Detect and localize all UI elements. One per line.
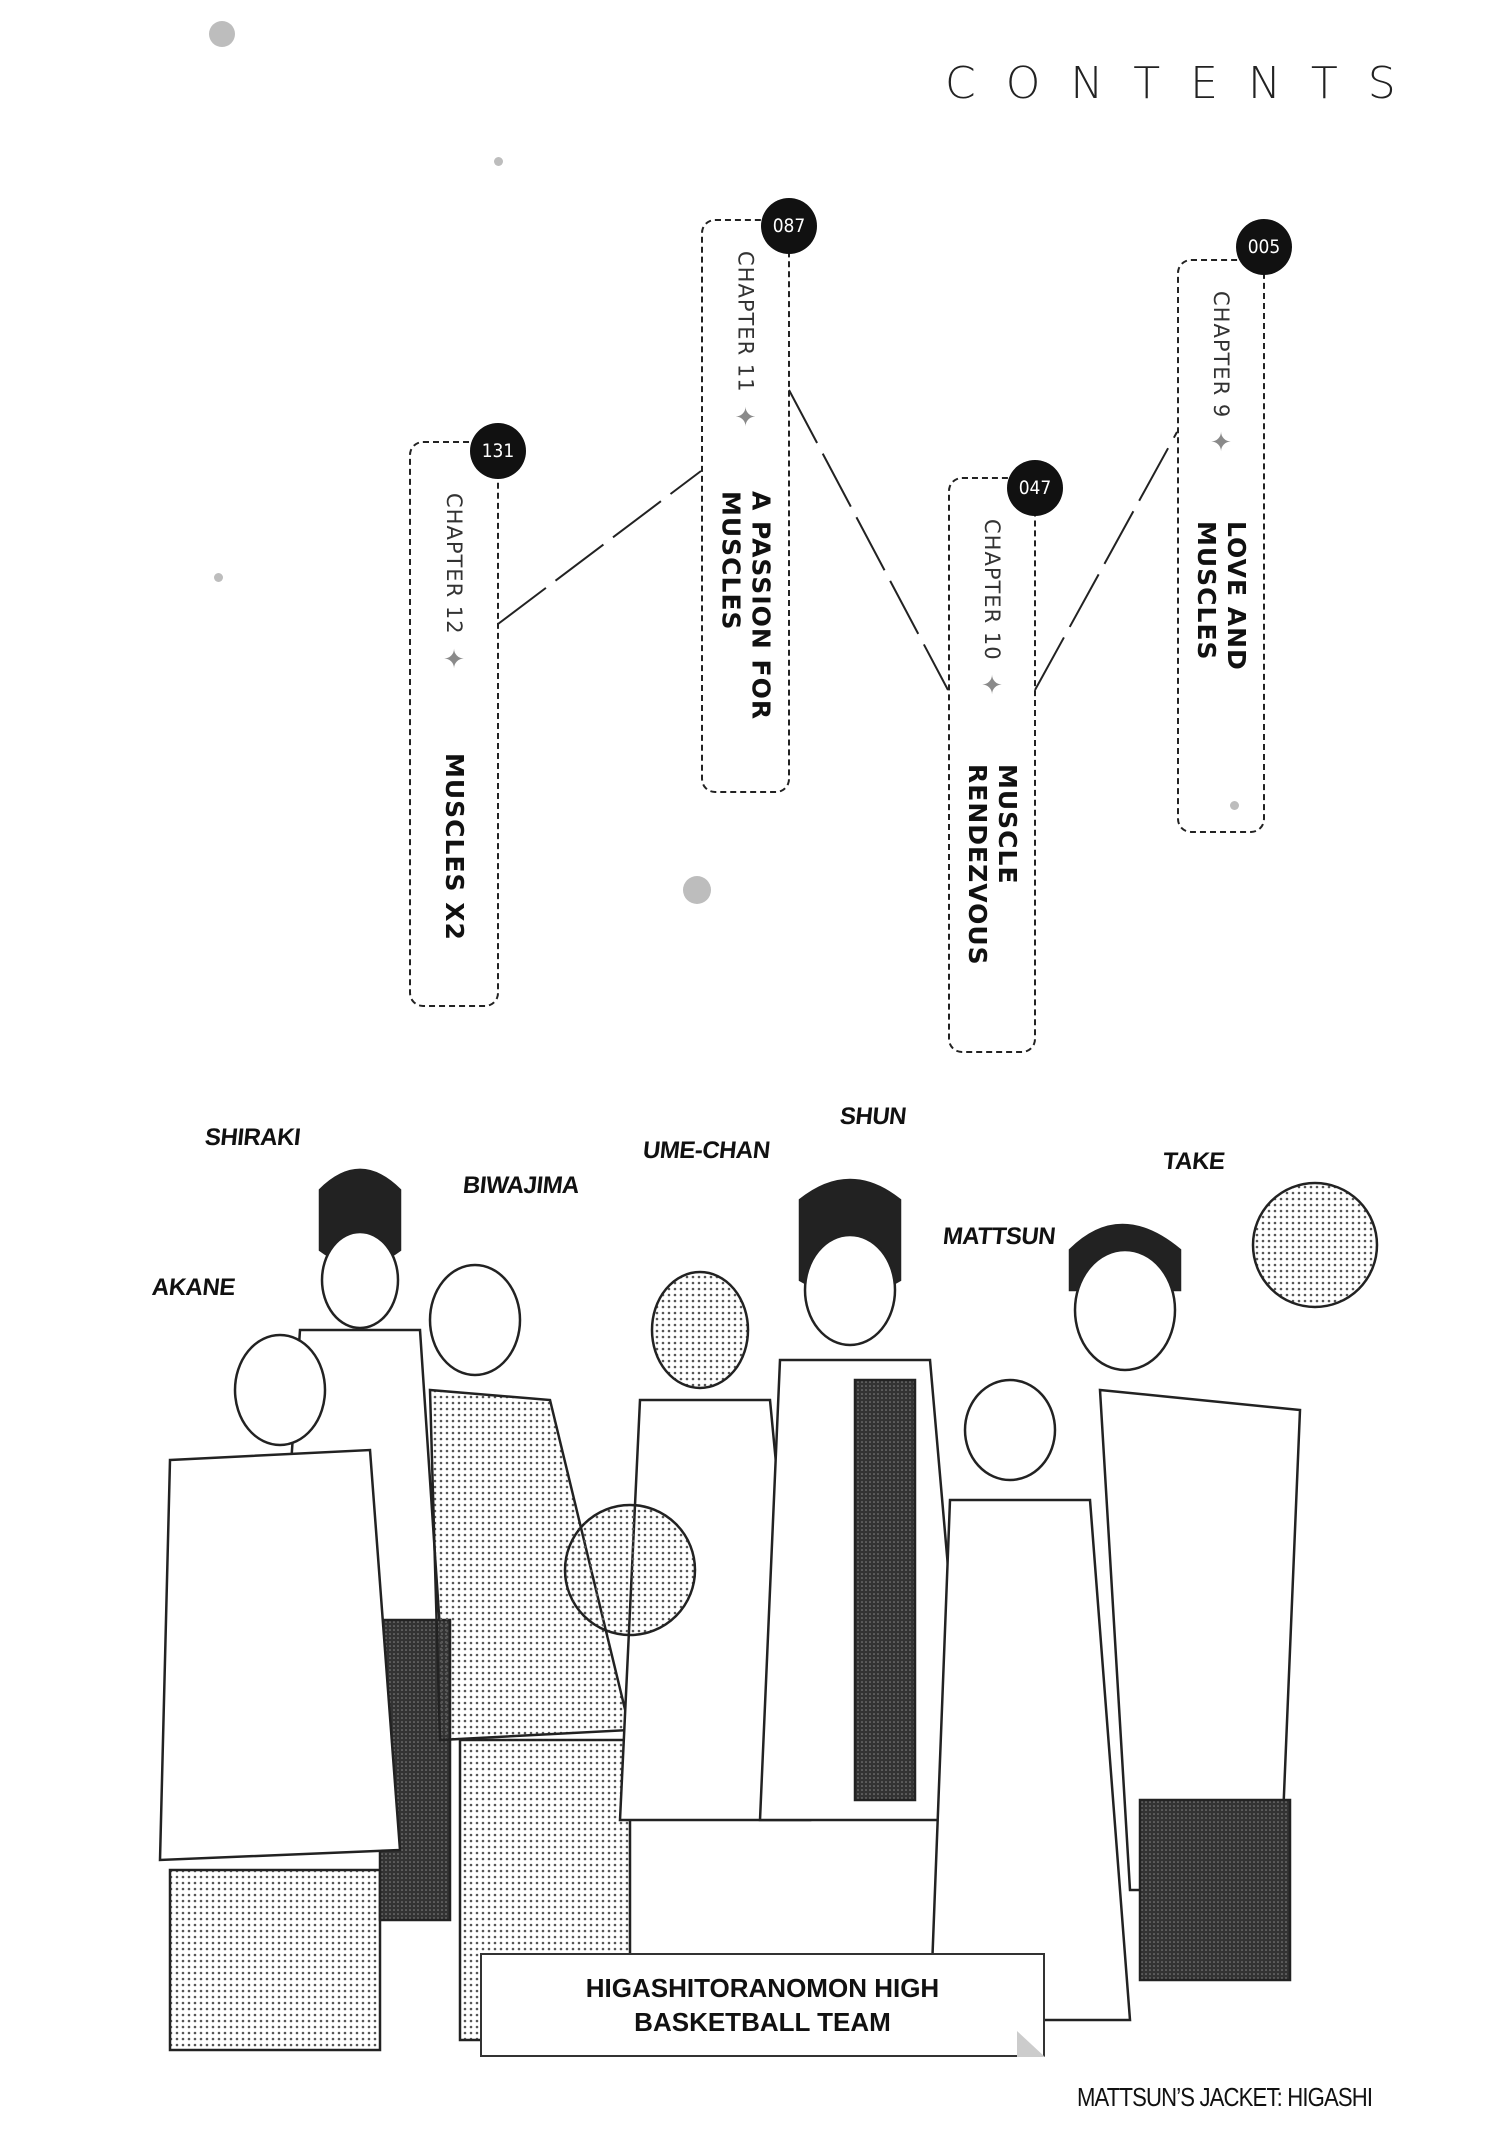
chapter-label: CHAPTER 12 — [442, 493, 466, 635]
page-number-badge: 047 — [1007, 460, 1063, 516]
connector-lines — [497, 389, 1178, 691]
figure-mattsun — [928, 1378, 1132, 2022]
figure-biwajima — [428, 1263, 632, 2042]
character-label-ume-chan: UME-CHAN — [641, 1137, 772, 1164]
page-number-badge: 005 — [1236, 219, 1292, 275]
chapter-label: CHAPTER 11 — [733, 251, 758, 393]
figure-take — [1068, 1223, 1302, 1982]
figure-akane — [158, 1333, 402, 2052]
character-label-akane: AKANE — [150, 1274, 237, 1301]
character-label-mattsun: MATTSUN — [941, 1223, 1057, 1250]
character-label-take: TAKE — [1161, 1148, 1227, 1175]
character-label-biwajima: BIWAJIMA — [461, 1172, 581, 1199]
connector-line — [788, 389, 949, 691]
footnote: MATTSUN’S JACKET: HIGASHI — [1077, 2082, 1373, 2112]
connector-line — [497, 470, 702, 625]
connector-line — [1034, 431, 1178, 691]
page-title: CONTENTS — [945, 58, 1426, 109]
chapter-title: MUSCLES X2 — [440, 752, 469, 941]
page-number-badge: 087 — [761, 198, 817, 254]
team-illustration — [158, 1168, 1379, 2052]
caption-fold — [1017, 2031, 1045, 2057]
caption-line: BASKETBALL TEAM — [634, 2007, 891, 2037]
figure-ume-chan — [618, 1270, 812, 1822]
figure-shun — [758, 1178, 972, 1822]
chapter-label: CHAPTER 9 — [1209, 291, 1233, 419]
page-number-badge: 131 — [470, 423, 526, 479]
decorative-dot — [209, 21, 235, 47]
star-icon: ✦ — [443, 644, 465, 675]
character-label-shiraki: SHIRAKI — [203, 1124, 302, 1151]
star-icon: ✦ — [1210, 428, 1232, 459]
decorative-dot — [683, 876, 711, 904]
chapter-12-entry[interactable]: CHAPTER 12 ✦ MUSCLES X2 — [409, 441, 499, 1007]
decorative-dot — [1230, 801, 1239, 810]
decorative-dot — [494, 157, 503, 166]
star-icon: ✦ — [981, 670, 1003, 701]
caption-line: HIGASHITORANOMON HIGH — [585, 1973, 940, 2003]
team-caption-box: HIGASHITORANOMON HIGH BASKETBALL TEAM — [480, 1953, 1045, 2057]
chapter-label: CHAPTER 10 — [980, 519, 1004, 661]
star-icon: ✦ — [734, 402, 757, 433]
character-label-shun: SHUN — [838, 1103, 908, 1130]
basketball — [1251, 1181, 1379, 1309]
basketball — [563, 1503, 697, 1637]
decorative-dot — [214, 573, 223, 582]
